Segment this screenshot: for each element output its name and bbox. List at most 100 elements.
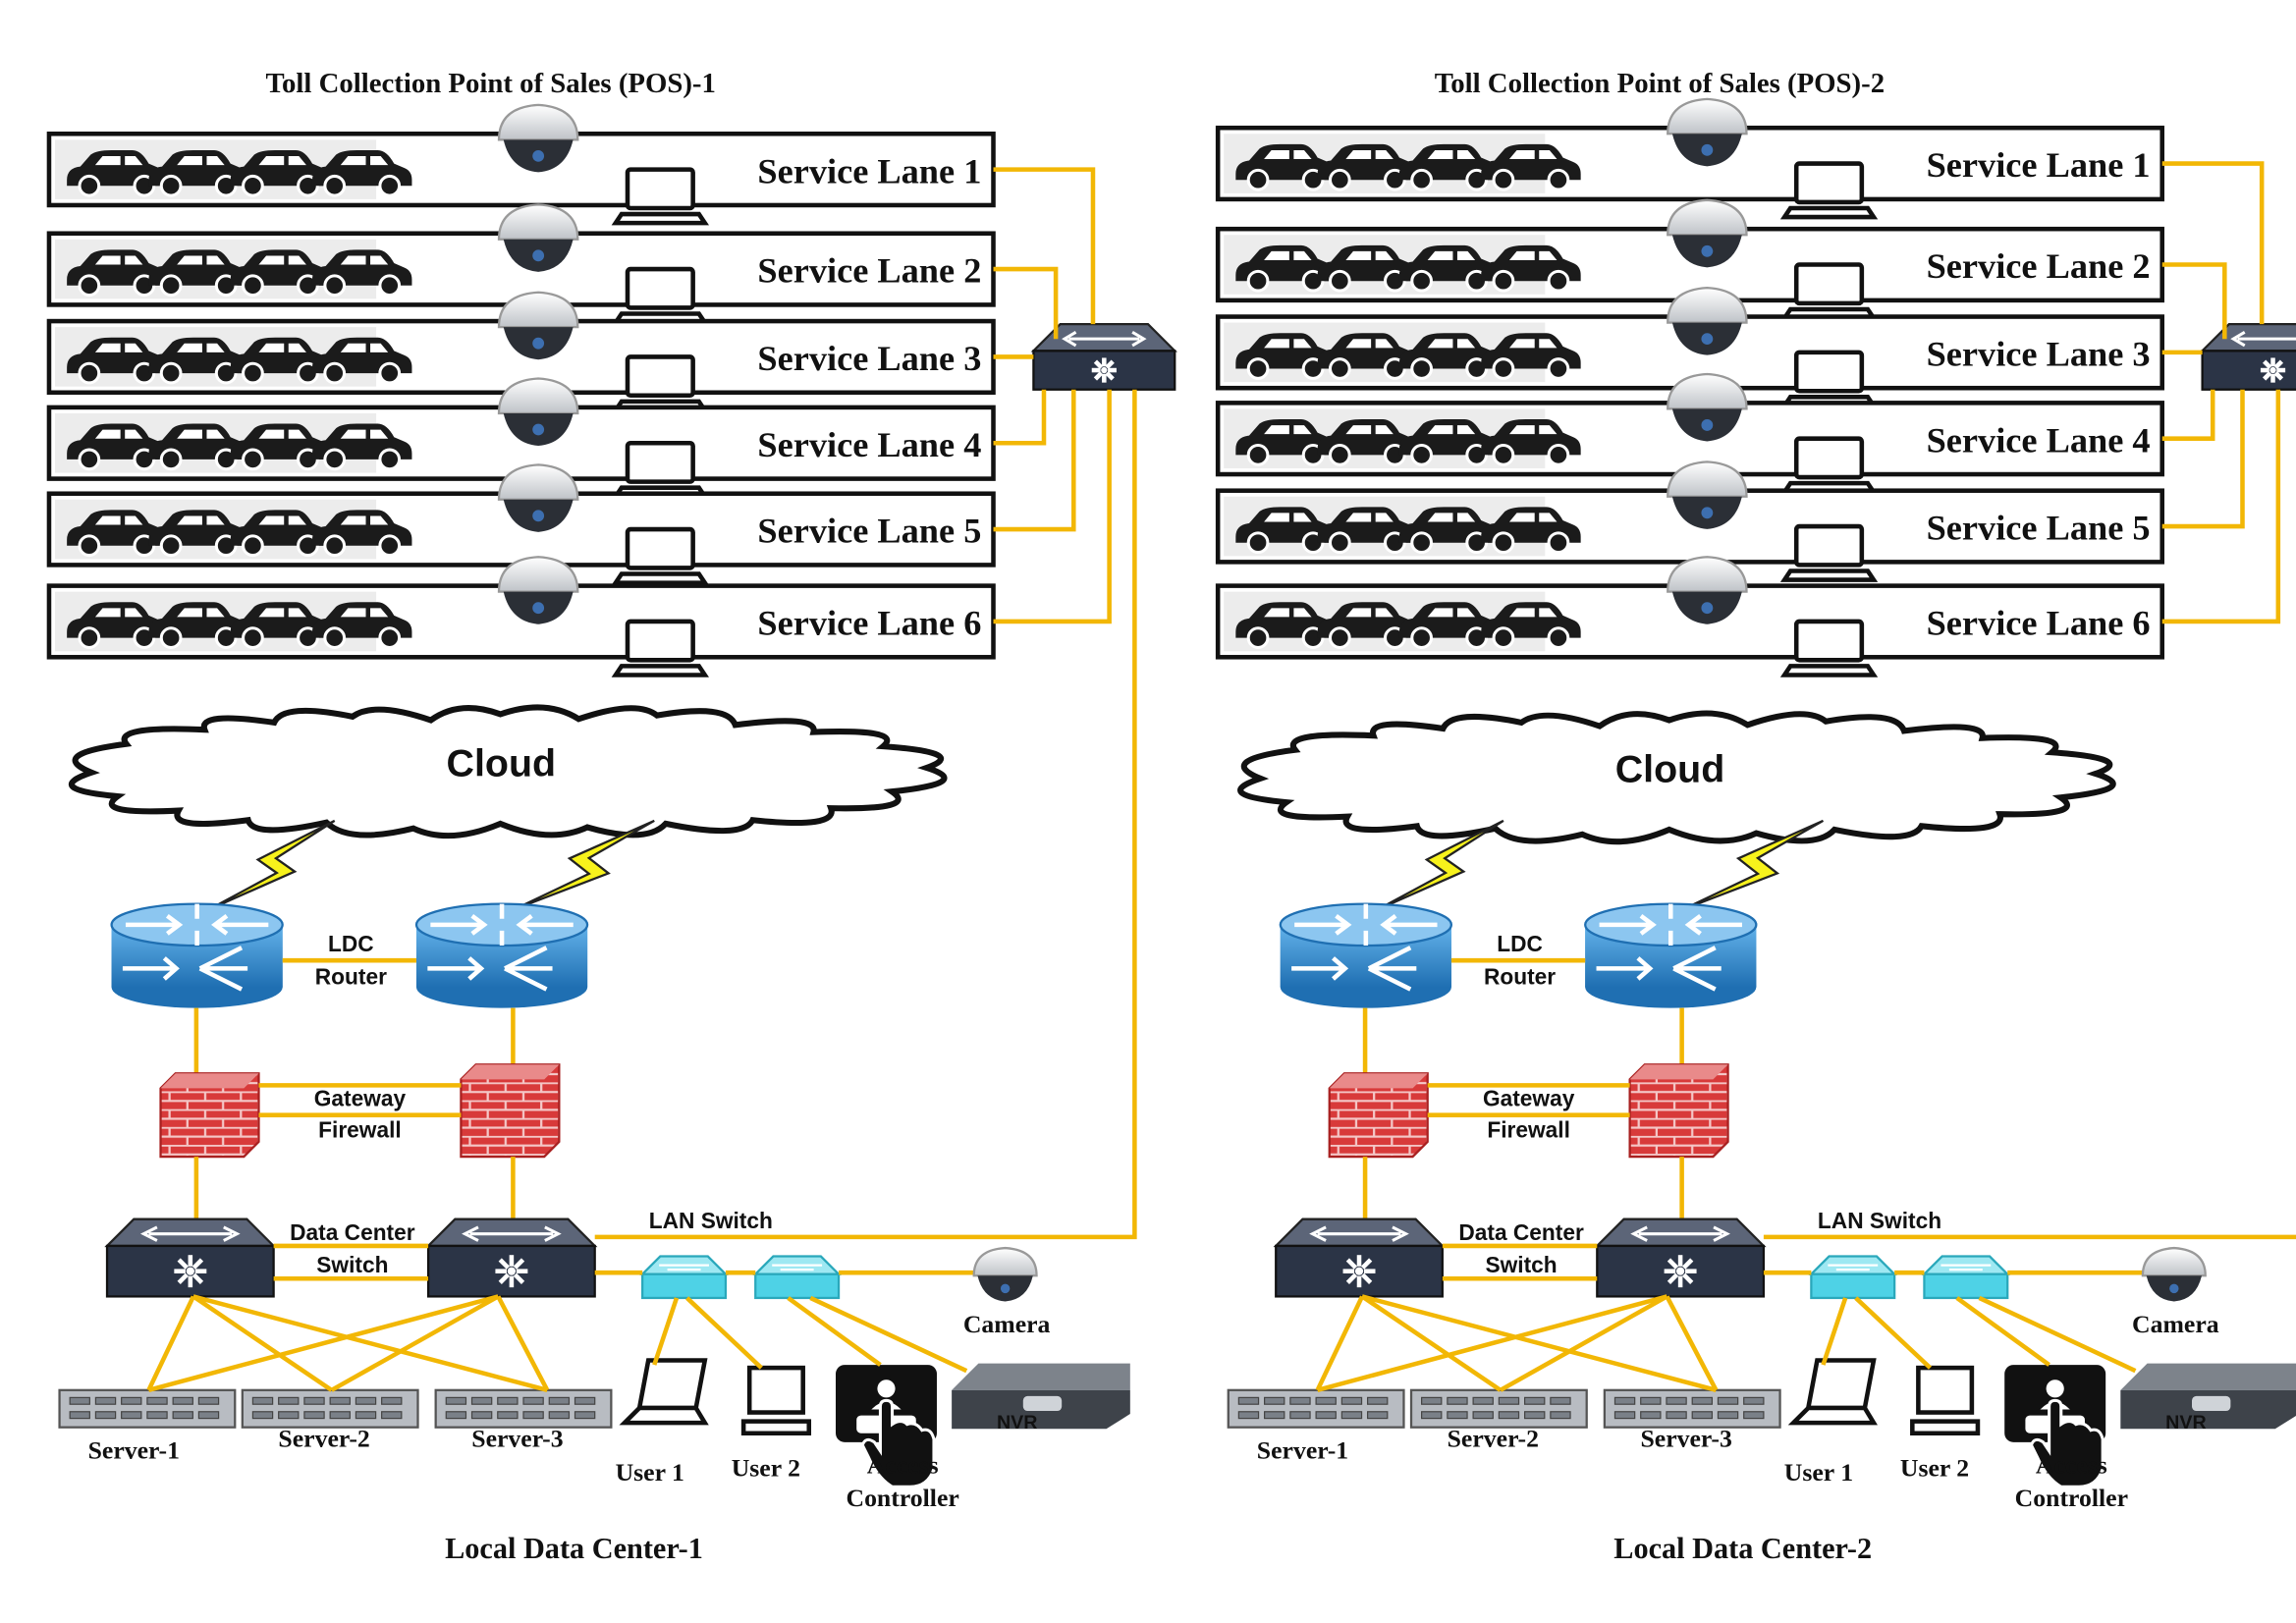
network-switch-icon — [104, 1217, 277, 1298]
service-lane-6: Service Lane 6 — [1215, 556, 2164, 677]
pos-title: Toll Collection Point of Sales (POS)-2 — [1435, 68, 1885, 99]
service-lane-5: Service Lane 5 — [46, 463, 996, 585]
laptop-icon — [611, 266, 709, 325]
router-icon — [414, 902, 589, 1008]
connection-line — [2161, 389, 2245, 529]
laptop-icon — [611, 619, 709, 677]
dome-camera-icon — [497, 103, 579, 173]
access-controller-label: Access — [867, 1451, 939, 1480]
server-label: Server-1 — [1257, 1435, 1348, 1464]
server-icon — [1409, 1388, 1588, 1429]
connection-line — [787, 1296, 882, 1367]
laptop-icon — [1787, 1358, 1878, 1426]
user-label: User 1 — [1784, 1458, 1853, 1487]
car-icon — [1481, 419, 1581, 466]
service-lane-label: Service Lane 4 — [1927, 420, 2151, 460]
dome-camera-icon — [497, 377, 579, 447]
car-icon — [1481, 333, 1581, 380]
car-icon — [1235, 602, 1336, 649]
car-icon — [1317, 143, 1418, 191]
router-icon — [110, 902, 284, 1008]
firewall-icon — [1328, 1072, 1429, 1159]
car-icon — [311, 337, 412, 385]
cloud-label: Cloud — [1615, 747, 1724, 790]
car-icon — [311, 149, 412, 197]
server-icon — [1603, 1388, 1781, 1429]
router-label: LDC — [328, 931, 374, 956]
service-lane-label: Service Lane 3 — [757, 339, 981, 378]
access-controller-label: Controller — [2015, 1484, 2128, 1512]
router-label: LDC — [1497, 931, 1543, 956]
dome-camera-icon — [1667, 556, 1748, 624]
network-switch-icon — [2199, 322, 2296, 391]
laptop-icon — [611, 526, 709, 585]
connection-line — [1821, 1297, 1848, 1366]
dome-camera-icon — [497, 203, 579, 272]
car-icon — [67, 602, 167, 649]
connection-line — [652, 1297, 680, 1366]
router-label: Router — [1484, 963, 1556, 989]
car-icon — [1317, 419, 1418, 466]
laptop-icon — [1779, 161, 1879, 220]
service-lane-6: Service Lane 6 — [46, 556, 996, 677]
connection-line — [1955, 1296, 2050, 1367]
router-icon — [1584, 902, 1758, 1008]
car-icon — [148, 149, 248, 197]
car-icon — [67, 249, 167, 298]
firewall-icon — [1628, 1063, 1729, 1159]
laptop-icon — [1779, 619, 1879, 677]
lan-switch-label: LAN Switch — [1818, 1208, 1941, 1233]
laptop-icon — [1779, 436, 1879, 495]
service-lane-label: Service Lane 1 — [1927, 145, 2151, 185]
network-switch-icon — [1808, 1255, 1897, 1300]
lan-switch-label: LAN Switch — [649, 1208, 773, 1233]
diagram-content: Toll Collection Point of Sales (POS)-1Se… — [46, 68, 2296, 1565]
connection-line — [146, 1295, 195, 1391]
car-icon — [1481, 507, 1581, 555]
lightning-icon — [1681, 819, 1825, 911]
user-label: User 1 — [616, 1458, 684, 1487]
firewall-icon — [159, 1072, 260, 1159]
service-lane-5: Service Lane 5 — [1215, 460, 2164, 582]
server-icon — [58, 1388, 237, 1429]
dome-camera-icon — [1667, 460, 1748, 529]
server-label: Server-2 — [278, 1424, 369, 1452]
service-lane-label: Service Lane 5 — [757, 512, 981, 551]
car-icon — [1398, 143, 1500, 191]
connection-line — [1763, 1234, 2296, 1240]
laptop-icon — [740, 1365, 812, 1436]
user-label: User 2 — [732, 1454, 800, 1483]
router-label: Router — [315, 963, 387, 989]
connection-line — [685, 1296, 763, 1370]
laptop-icon — [611, 354, 709, 413]
car-icon — [1398, 507, 1500, 555]
car-icon — [311, 423, 412, 471]
site-1: Toll Collection Point of Sales (POS)-1Se… — [46, 68, 1177, 1565]
dome-camera-icon — [1667, 97, 1748, 167]
service-lane-2: Service Lane 2 — [46, 203, 996, 325]
access-controller-icon — [2004, 1365, 2106, 1488]
server-icon — [1227, 1388, 1405, 1429]
firewall-label: Firewall — [318, 1116, 402, 1142]
network-switch-icon — [752, 1255, 842, 1300]
site-2: Toll Collection Point of Sales (POS)-2Se… — [1215, 68, 2296, 1565]
service-lane-label: Service Lane 4 — [757, 425, 981, 464]
laptop-icon — [611, 167, 709, 226]
service-lane-4: Service Lane 4 — [46, 377, 996, 500]
dome-camera-icon — [497, 463, 579, 532]
connection-line — [809, 1295, 968, 1374]
car-icon — [1317, 507, 1418, 555]
nvr-label: NVR — [2165, 1412, 2207, 1434]
service-lane-1: Service Lane 1 — [46, 103, 996, 226]
car-icon — [1398, 244, 1500, 293]
cloud-label: Cloud — [447, 741, 557, 784]
laptop-icon — [611, 440, 709, 500]
connection-line — [993, 389, 1076, 532]
server-label: Server-3 — [471, 1424, 563, 1452]
lightning-icon — [512, 819, 655, 911]
firewall-label: Gateway — [314, 1086, 407, 1111]
service-lane-label: Service Lane 3 — [1927, 335, 2151, 374]
laptop-icon — [1779, 523, 1879, 582]
network-switch-icon — [639, 1255, 729, 1300]
car-icon — [230, 337, 331, 385]
